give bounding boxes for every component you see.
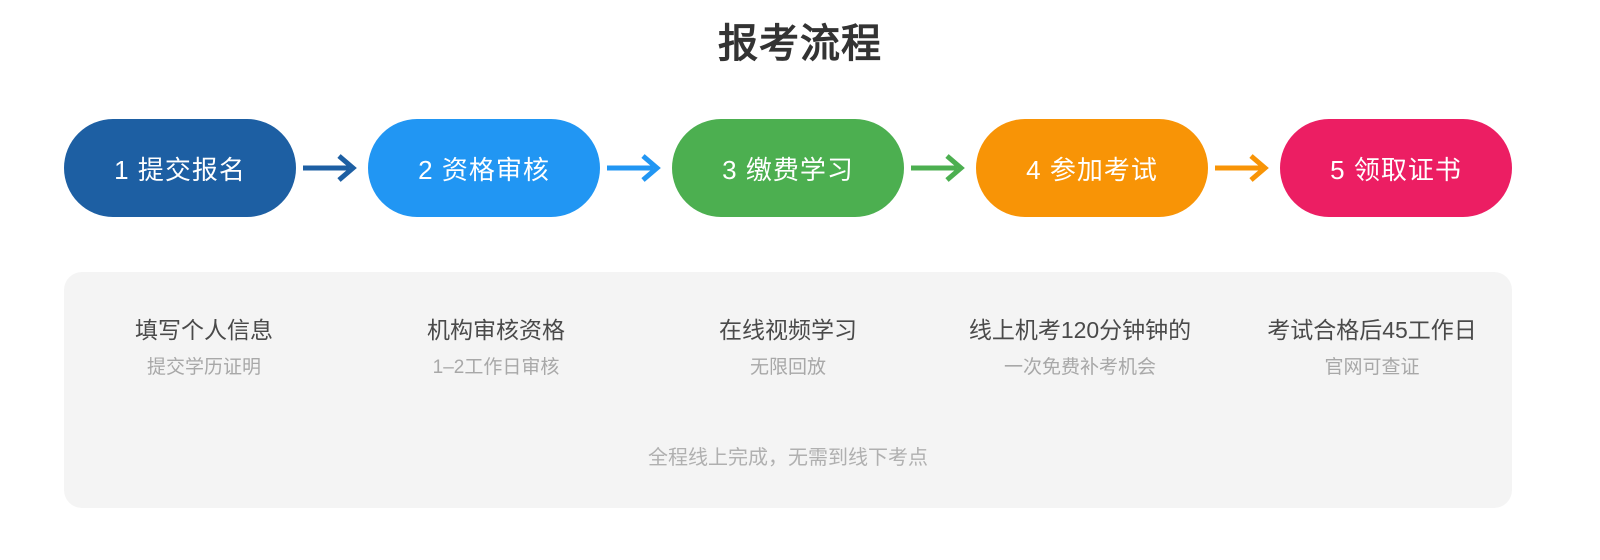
- step-detail-3-sub: 无限回放: [749, 357, 826, 378]
- flow-step-1[interactable]: 1 提交报名: [64, 119, 296, 217]
- step-detail-3-main: 在线视频学习: [719, 317, 857, 343]
- flow-step-5[interactable]: 5 领取证书: [1280, 119, 1512, 217]
- step-detail-2-sub: 1–2工作日审核: [432, 357, 560, 378]
- flow-step-4[interactable]: 4 参加考试: [976, 119, 1208, 217]
- arrow-step3-to-step4: [911, 154, 965, 182]
- step-details-row: 填写个人信息 提交学历证明 机构审核资格 1–2工作日审核 在线视频学习 无限回…: [64, 314, 1512, 381]
- step-details-panel: 填写个人信息 提交学历证明 机构审核资格 1–2工作日审核 在线视频学习 无限回…: [64, 272, 1512, 508]
- page-title: 报考流程: [718, 22, 882, 66]
- step-detail-5-main: 考试合格后45工作日: [1267, 317, 1477, 343]
- step-detail-2-main: 机构审核资格: [427, 317, 565, 343]
- step-detail-4-sub: 一次免费补考机会: [1003, 357, 1156, 378]
- arrow-step1-to-step2: [303, 154, 357, 182]
- step-detail-4: 线上机考120分钟钟的 一次免费补考机会: [940, 314, 1220, 381]
- step-detail-1: 填写个人信息 提交学历证明: [64, 314, 344, 381]
- step-detail-1-sub: 提交学历证明: [146, 357, 261, 378]
- panel-note: 全程线上完成，无需到线下考点: [648, 447, 928, 469]
- step-detail-1-main: 填写个人信息: [135, 317, 273, 343]
- step-detail-4-main: 线上机考120分钟钟的: [968, 317, 1192, 343]
- arrow-step2-to-step3: [607, 154, 661, 182]
- step-detail-2: 机构审核资格 1–2工作日审核: [356, 314, 636, 381]
- flow-step-2[interactable]: 2 资格审核: [368, 119, 600, 217]
- step-detail-5-sub: 官网可查证: [1324, 357, 1420, 378]
- step-detail-3: 在线视频学习 无限回放: [648, 314, 928, 381]
- step-detail-5: 考试合格后45工作日 官网可查证: [1232, 314, 1512, 381]
- arrow-step4-to-step5: [1215, 154, 1269, 182]
- flow-steps-row: 1 提交报名 2 资格审核 3 缴费学习 4 参加考试 5 领取证书: [64, 118, 1512, 218]
- flow-step-3[interactable]: 3 缴费学习: [672, 119, 904, 217]
